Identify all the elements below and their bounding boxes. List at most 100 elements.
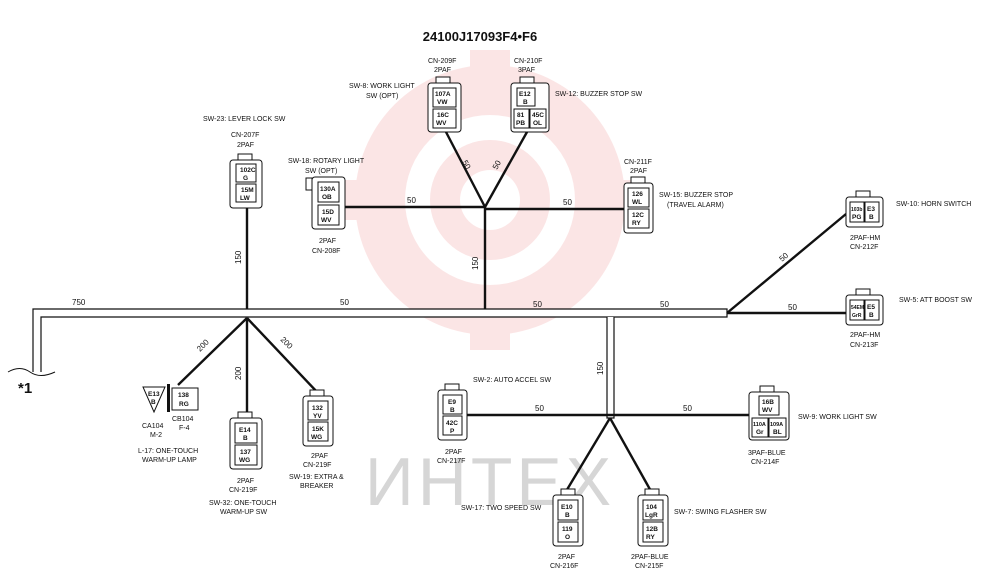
sw8-pin2-color: WV	[436, 120, 447, 127]
wire-sw7	[608, 417, 654, 494]
sw5-pin2-color: B	[869, 312, 874, 319]
sw23-name: SW-23: LEVER LOCK SW	[203, 116, 286, 123]
sw32-name2: WARM-UP SW	[220, 509, 267, 516]
sw12-pin2: 81	[517, 112, 525, 119]
wire-sw17	[563, 417, 612, 494]
sw15-cn: CN-211F	[624, 159, 652, 166]
sw2-type: 2PAF	[445, 449, 462, 456]
l17-pin-a: E13	[148, 391, 160, 398]
sw7-connector: SW-7: SWING FLASHER SW 104 LgR 12B RY 2P…	[631, 488, 767, 570]
sw18-name2: SW (OPT)	[305, 168, 337, 175]
len-sw32: 200	[234, 366, 243, 380]
sw17-cn: CN-216F	[550, 563, 578, 570]
sw12-type: 3PAF	[518, 67, 535, 74]
sw18-pin1-color: OB	[322, 194, 332, 201]
sw8-cn: CN-209F	[428, 58, 456, 65]
sw15-name1: SW-15: BUZZER STOP	[659, 192, 733, 199]
sw5-connector: SW-5: ATT BOOST SW 54EM GrR E5 B 2PAF-HM…	[845, 288, 972, 349]
sw23-type: 2PAF	[237, 142, 254, 149]
sw10-name: SW-10: HORN SWITCH	[896, 201, 971, 208]
sw10-pin2-color: B	[869, 214, 874, 221]
sw18-pin2-color: WV	[321, 217, 332, 224]
sw32-type: 2PAF	[237, 478, 254, 485]
sw18-type: 2PAF	[319, 238, 336, 245]
sw7-pin2: 12B	[646, 526, 658, 533]
sw2-pin2: 42C	[446, 420, 458, 427]
sw32-pin2-color: WG	[239, 457, 250, 464]
diagram-title: 24100J17093F4•F6	[423, 29, 537, 44]
sw18-cn: CN-208F	[312, 248, 340, 255]
main-trunk	[32, 308, 728, 372]
sw18-pin2: 15D	[322, 209, 334, 216]
sw5-pin1-color: GrR	[852, 313, 862, 319]
sw19-name2: BREAKER	[300, 483, 333, 490]
continuation-marker: *1	[18, 380, 32, 397]
sw19-pin1: 132	[312, 405, 323, 412]
sw9-pin3-color: BL	[773, 429, 782, 436]
sw18-pin1: 130A	[320, 186, 336, 193]
sw12-pin3-color: OL	[533, 120, 542, 127]
sw10-type: 2PAF-HM	[850, 235, 880, 242]
sw9-pin1: 16B	[762, 399, 774, 406]
len-upper-drop: 150	[471, 256, 480, 270]
sw15-name2: (TRAVEL ALARM)	[667, 202, 724, 209]
len-sw19: 200	[279, 335, 295, 351]
sw9-pin3: 109A	[770, 422, 783, 428]
sw23-pin1: 102C	[240, 167, 256, 174]
sw12-pin1-color: B	[523, 99, 528, 106]
sw7-pin1: 104	[646, 504, 657, 511]
sw32-cn: CN-219F	[229, 487, 257, 494]
sw15-pin1: 126	[632, 191, 643, 198]
sw5-pin1: 54EM	[851, 305, 864, 311]
sw15-pin2-color: RY	[632, 220, 641, 227]
sw23-pin2: 15M	[241, 187, 254, 194]
sw32-pin2: 137	[240, 449, 251, 456]
sw9-connector: SW-9: WORK LIGHT SW 16B WV 110A Gr 109A …	[748, 385, 877, 466]
sw5-name: SW-5: ATT BOOST SW	[899, 297, 972, 304]
l17-lamp-connector: E13 B 138 RG CA104 M-2 CB104 F-4 L-17: O…	[138, 384, 199, 464]
sw18-connector: SW-18: ROTARY LIGHT SW (OPT) 130A OB 15D…	[288, 158, 365, 255]
trunk-end-wavy	[7, 368, 56, 376]
sw32-name1: SW-32: ONE-TOUCH	[209, 500, 276, 507]
sw17-type: 2PAF	[558, 554, 575, 561]
len-l17: 200	[195, 337, 211, 353]
sw2-pin2-color: P	[450, 428, 455, 435]
sw32-pin1: E14	[239, 427, 251, 434]
sw10-cn: CN-212F	[850, 244, 878, 251]
sw17-connector: SW-17: TWO SPEED SW E10 B 119 O 2PAF CN-…	[461, 488, 584, 570]
sw12-pin3: 45C	[532, 112, 544, 119]
sw8-name2: SW (OPT)	[366, 93, 398, 100]
sw2-pin1: E9	[448, 399, 456, 406]
l17-name1: L-17: ONE-TOUCH	[138, 448, 198, 455]
sw19-cn: CN-219F	[303, 462, 331, 469]
sw23-pin1-color: G	[243, 175, 248, 182]
sw19-connector: 132 YV 15K WG 2PAF CN-219F SW-19: EXTRA …	[289, 389, 344, 490]
len-sw15: 50	[563, 198, 572, 207]
sw7-pin1-color: LgR	[645, 512, 658, 519]
l17-pin-b: 138	[178, 392, 189, 399]
l17-pin-a-color: B	[151, 399, 156, 406]
sw12-cn: CN-210F	[514, 58, 542, 65]
l17-ca: CA104	[142, 423, 164, 430]
sw17-pin2-color: O	[565, 534, 570, 541]
len-trunk-b: 50	[533, 300, 542, 309]
sw12-name: SW-12: BUZZER STOP SW	[555, 91, 643, 98]
wire-l17	[177, 317, 248, 386]
sw5-cn: CN-213F	[850, 342, 878, 349]
sw8-type: 2PAF	[434, 67, 451, 74]
sw12-pin1: E12	[519, 91, 531, 98]
sw9-pin1-color: WV	[762, 407, 773, 414]
sw9-name: SW-9: WORK LIGHT SW	[798, 414, 877, 421]
sw23-cn: CN-207F	[231, 132, 259, 139]
sw7-name: SW-7: SWING FLASHER SW	[674, 509, 767, 516]
sw19-pin1-color: YV	[313, 413, 322, 420]
sw12-pin2-color: PB	[516, 120, 525, 127]
sw15-connector: CN-211F 2PAF SW-15: BUZZER STOP (TRAVEL …	[623, 159, 733, 234]
len-sw5: 50	[788, 303, 797, 312]
sw2-pin1-color: B	[450, 407, 455, 414]
sw15-type: 2PAF	[630, 168, 647, 175]
sw9-pin2: 110A	[753, 422, 766, 428]
sw8-pin1-color: VW	[437, 99, 448, 106]
l17-cb-sub: F-4	[179, 425, 190, 432]
